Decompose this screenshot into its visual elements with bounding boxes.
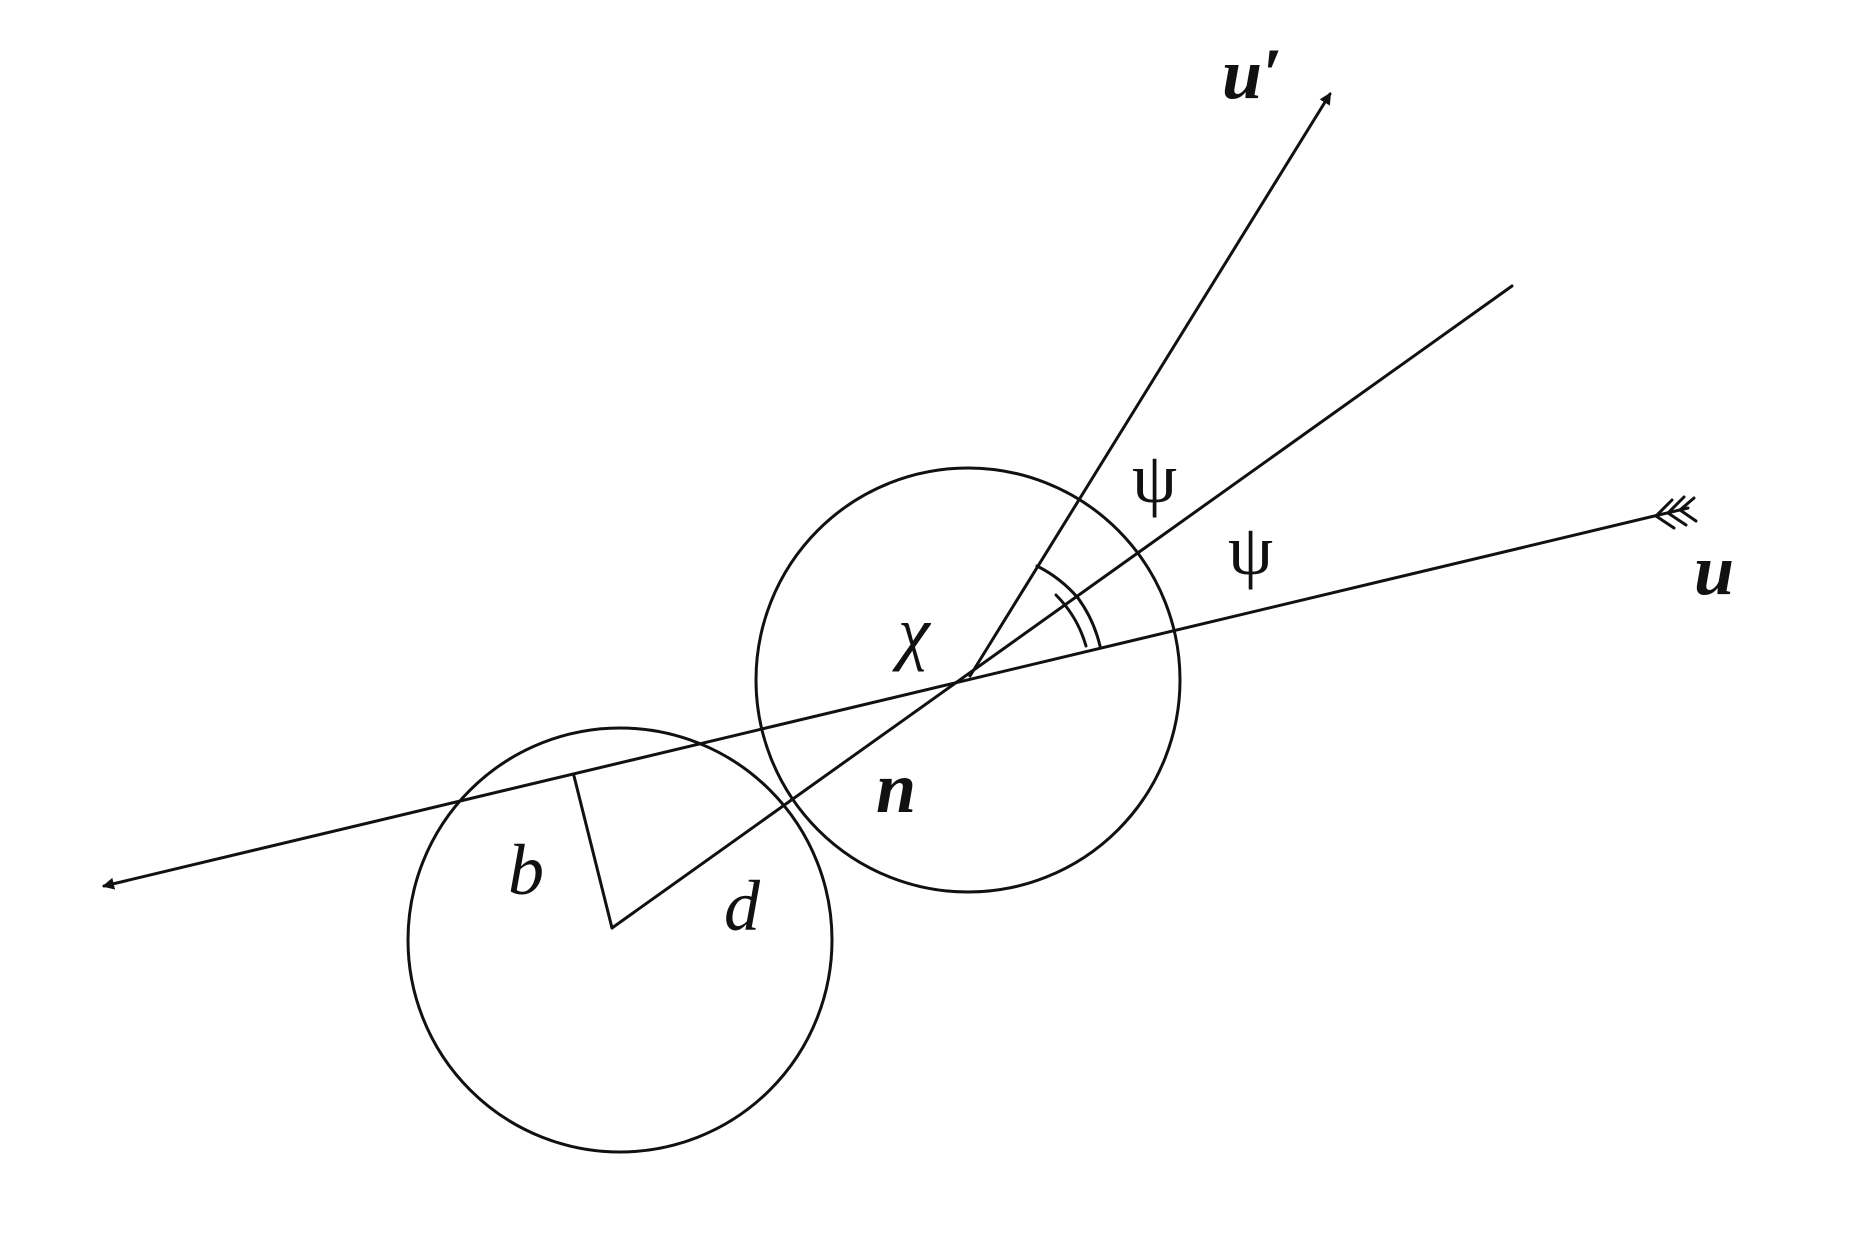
relative-velocity-line-u xyxy=(102,506,1690,890)
label-psi-lower: ψ xyxy=(1228,510,1273,590)
outgoing-velocity-line-u-prime xyxy=(968,92,1332,678)
u-fletching-mark xyxy=(1654,495,1698,530)
psi-arc-outer xyxy=(1054,593,1088,648)
label-psi-upper: ψ xyxy=(1132,438,1177,518)
label-b: b xyxy=(508,830,544,910)
apse-line-n xyxy=(610,284,1514,930)
label-chi: χ xyxy=(892,592,932,672)
label-n: n xyxy=(876,748,916,828)
psi-arc-upper xyxy=(1035,564,1080,600)
label-d: d xyxy=(724,866,761,946)
label-u-prime: u′ xyxy=(1222,34,1282,114)
impact-parameter-b-segment xyxy=(572,774,614,930)
lower-particle-circle xyxy=(406,726,834,1154)
label-u: u xyxy=(1694,530,1734,610)
psi-arc-lower xyxy=(1076,596,1102,648)
upper-particle-circle xyxy=(754,466,1182,894)
